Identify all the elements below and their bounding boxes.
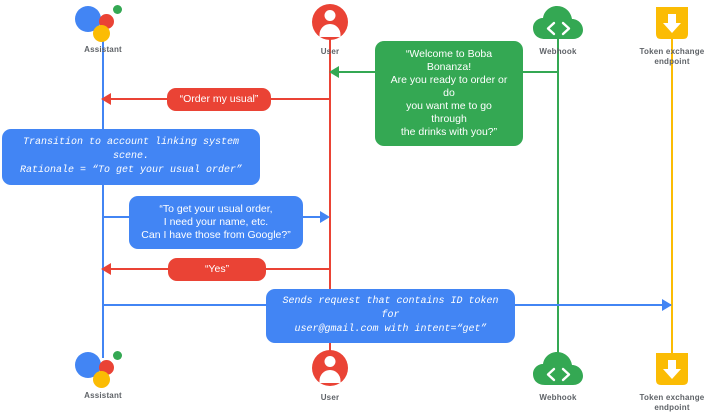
actor-label-webhook-top: Webhook bbox=[539, 47, 577, 56]
arrow-head-order-my-usual bbox=[101, 93, 111, 105]
message-bubble-order-my-usual: “Order my usual” bbox=[167, 88, 271, 111]
actor-label-token-endpoint-bottom: Token exchange endpoint bbox=[639, 393, 705, 412]
actor-user-bottom: User bbox=[270, 348, 390, 403]
lifeline-assistant bbox=[102, 38, 104, 358]
message-bubble-welcome: “Welcome to Boba Bonanza! Are you ready … bbox=[375, 41, 523, 146]
note-sends-request: Sends request that contains ID token for… bbox=[266, 289, 515, 343]
note-transition-account-linking: Transition to account linking system sce… bbox=[2, 129, 260, 185]
cloud-code-icon bbox=[498, 350, 618, 390]
lifeline-user bbox=[329, 38, 331, 358]
message-bubble-need-your-name: “To get your usual order, I need your na… bbox=[129, 196, 303, 249]
arrow-head-welcome bbox=[329, 66, 339, 78]
actor-webhook-top: Webhook bbox=[498, 2, 618, 57]
user-avatar-icon bbox=[270, 350, 390, 390]
actor-label-user-bottom: User bbox=[320, 393, 340, 402]
arrow-head-need-your-name bbox=[320, 211, 330, 223]
download-box-icon bbox=[612, 4, 725, 44]
google-assistant-logo-icon bbox=[43, 2, 163, 42]
cloud-code-icon bbox=[498, 4, 618, 44]
actor-label-token-endpoint-top: Token exchange endpoint bbox=[639, 47, 705, 66]
actor-label-user-top: User bbox=[320, 47, 340, 56]
actor-token-endpoint-top: Token exchange endpoint bbox=[612, 2, 725, 67]
arrow-head-yes bbox=[101, 263, 111, 275]
arrow-head-sends-request bbox=[662, 299, 672, 311]
lifeline-webhook bbox=[557, 38, 559, 358]
message-bubble-yes: “Yes” bbox=[168, 258, 266, 281]
download-box-icon bbox=[612, 350, 725, 390]
lifeline-token-exchange-endpoint bbox=[671, 38, 673, 358]
user-avatar-icon bbox=[270, 4, 390, 44]
actor-assistant-top: Assistant bbox=[43, 2, 163, 55]
actor-label-assistant-bottom: Assistant bbox=[84, 391, 122, 400]
google-assistant-logo-icon bbox=[43, 348, 163, 388]
actor-assistant-bottom: Assistant bbox=[43, 348, 163, 401]
actor-user-top: User bbox=[270, 2, 390, 57]
actor-label-assistant-top: Assistant bbox=[84, 45, 122, 54]
actor-label-webhook-bottom: Webhook bbox=[539, 393, 577, 402]
actor-token-endpoint-bottom: Token exchange endpoint bbox=[612, 348, 725, 413]
actor-webhook-bottom: Webhook bbox=[498, 348, 618, 403]
